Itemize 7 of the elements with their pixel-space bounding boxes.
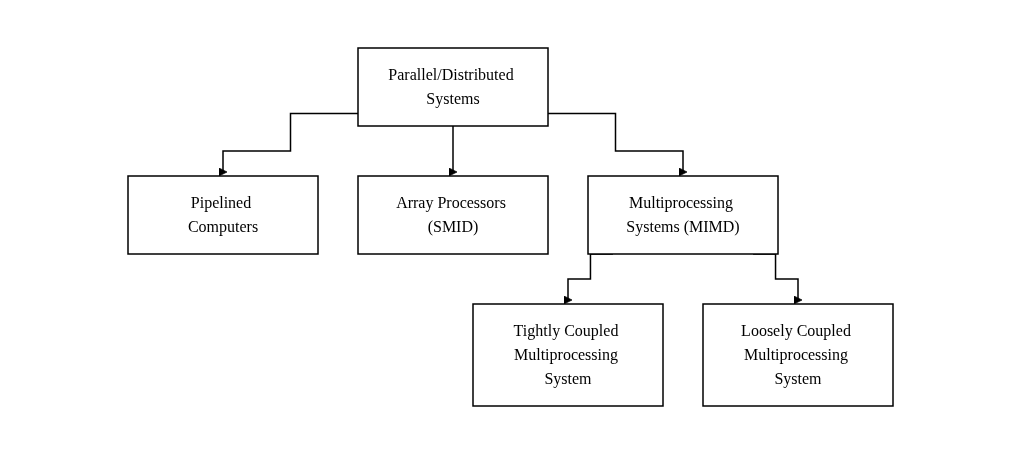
node-box: Pipelined Computers — [126, 174, 319, 255]
arrow — [448, 124, 457, 176]
node-box: Array Processors (SMID) — [356, 174, 549, 255]
node-box: Loosely Coupled Multiprocessing System — [701, 302, 894, 407]
node-box: Tightly Coupled Multiprocessing System — [471, 302, 664, 407]
node-box: Multiprocessing Systems (MIMD) — [586, 174, 779, 255]
node-box: Parallel/Distributed Systems — [356, 46, 549, 127]
